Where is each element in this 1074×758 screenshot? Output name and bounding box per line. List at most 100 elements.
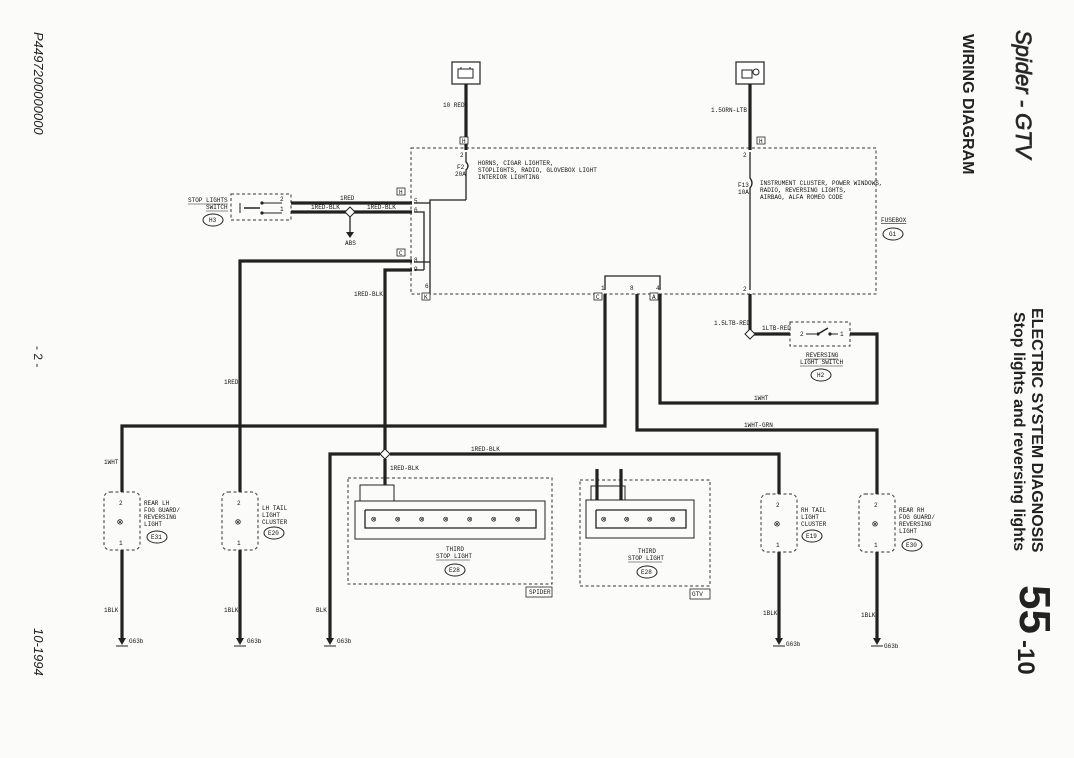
- connector-c-bottom: C: [596, 294, 600, 301]
- page-number: - 2 -: [31, 346, 45, 367]
- fuse-f13-line3: AIRBAG, ALFA ROMEO CODE: [760, 194, 843, 201]
- reversing-switch-id: H2: [817, 372, 825, 379]
- fuse-f2-line1: HORNS, CIGAR LIGHTER,: [478, 160, 554, 167]
- splice-diamond: [379, 448, 391, 460]
- wire-label-1red-blk-bus: 1RED-BLK: [471, 446, 500, 453]
- pin-label: 1: [237, 540, 241, 547]
- fusebox-outline: [410, 147, 877, 295]
- third-stop-spider-body: [354, 500, 546, 540]
- ground-label: G63b: [884, 643, 899, 650]
- stop-switch-label-1: STOP LIGHTS: [188, 197, 228, 204]
- pin-label: 2: [776, 502, 780, 509]
- connector-c-left: C: [399, 250, 403, 257]
- third-stop-gtv-id-oval: [636, 565, 658, 579]
- third-stop-gtv-body: [585, 499, 695, 539]
- spider-gtv-logo: Spider - GTV: [1011, 30, 1036, 161]
- wire-label-1blk-5: 1BLK: [861, 612, 876, 619]
- fusebox-label: FUSEBOX: [881, 217, 907, 224]
- ground-icon: [773, 638, 785, 647]
- lh-tail-id: E20: [268, 530, 279, 537]
- rear-rh-label-3: REVERSING: [899, 521, 932, 528]
- wire-label-1red-vertical: 1RED: [224, 379, 239, 386]
- wire-label-blk-3: BLK: [316, 607, 327, 614]
- rear-lh-label-4: LIGHT: [144, 521, 162, 528]
- reversing-switch-id-oval: [810, 368, 832, 382]
- section-subtitle: Stop lights and reversing lights: [1010, 312, 1027, 551]
- splice-diamond: [344, 206, 356, 218]
- rear-rh-id: E30: [906, 542, 917, 549]
- stop-switch-id-oval: [202, 213, 224, 227]
- ground-icon: [234, 638, 246, 647]
- lamp-icon: ⊗: [443, 515, 448, 525]
- pin-label: 1: [280, 206, 284, 213]
- third-stop-spider-id: E28: [449, 567, 460, 574]
- pin-label: 2: [743, 286, 747, 293]
- switch-contact-icon: [806, 327, 838, 336]
- third-stop-spider-lamps: ⊗ ⊗ ⊗ ⊗ ⊗ ⊗ ⊗: [371, 515, 520, 525]
- ground-label: G63b: [786, 641, 801, 648]
- third-stop-gtv-area: [579, 479, 711, 587]
- fuse-f2-code: F2: [457, 164, 465, 171]
- wiring-diagram-heading: WIRING DIAGRAM: [959, 34, 976, 174]
- splice-diamond: [744, 328, 756, 340]
- rh-tail-label-2: LIGHT: [801, 514, 819, 521]
- abs-label: ABS: [345, 240, 356, 247]
- wire-label-1wht-horizontal: 1WHT: [754, 395, 769, 402]
- ground-icon: [871, 638, 883, 647]
- third-stop-spider-label-1: THIRD: [446, 546, 464, 553]
- pin-label: 2: [460, 152, 464, 159]
- document-code: P4497200000000: [31, 32, 46, 135]
- wire-label-1red-blk-k: 1RED-BLK: [354, 291, 383, 298]
- lh-tail-label-3: CLUSTER: [262, 519, 288, 526]
- switch-contact-icon: [239, 201, 282, 215]
- rear-lh-label-3: REVERSING: [144, 514, 177, 521]
- pin-label: 2: [237, 500, 241, 507]
- pin-label: 2: [874, 502, 878, 509]
- pin-label: 8: [630, 285, 634, 292]
- pin-label: 1: [776, 542, 780, 549]
- lh-tail-label-1: LH TAIL: [262, 505, 288, 512]
- wire-label-10red: 10 RED: [443, 102, 465, 109]
- rh-tail-label-1: RH TAIL: [801, 507, 827, 514]
- fuse-f13-rating: 10A: [738, 189, 749, 196]
- ground-label: G63b: [129, 638, 144, 645]
- stop-switch-id: H3: [209, 217, 217, 224]
- pin-label: 4: [656, 285, 660, 292]
- connector-h-top-left: H: [462, 138, 466, 145]
- third-stop-spider-variant: SPIDER: [529, 589, 551, 596]
- pin-label: 2: [800, 331, 804, 338]
- pin-label: 2: [280, 196, 284, 203]
- lh-tail-label-2: LIGHT: [262, 512, 280, 519]
- wire-label-1blk-2: 1BLK: [224, 607, 239, 614]
- rear-lh-id: E31: [151, 534, 162, 541]
- third-stop-gtv-id: E28: [641, 569, 652, 576]
- rh-tail-id: E19: [806, 533, 817, 540]
- lamp-icon: ⊗: [624, 515, 629, 525]
- rear-rh-label-1: REAR RH: [899, 507, 925, 514]
- pin-label: 1: [119, 540, 123, 547]
- lamp-icon: ⊗: [647, 515, 652, 525]
- rear-rh-id-oval: [901, 538, 923, 552]
- fuse-f13-line2: RADIO, REVERSING LIGHTS,: [760, 187, 846, 194]
- wire-label-1red-switch: 1RED: [340, 195, 355, 202]
- wire-label-1ltb-red: 1LTB-RED: [762, 325, 791, 332]
- lamp-icon: ⊗: [670, 515, 675, 525]
- battery-icon: [451, 61, 481, 85]
- ground-icon: [116, 638, 128, 647]
- rear-rh-label-4: LIGHT: [899, 528, 917, 535]
- wire-label-1red-blk-switch: 1RED-BLK: [311, 204, 340, 211]
- reversing-switch-box: [789, 321, 851, 347]
- ground-icon: [324, 638, 336, 647]
- pin-label: 5: [414, 198, 418, 205]
- rear-lh-label-2: FOG GUARD/: [144, 507, 180, 514]
- third-stop-gtv-variant: GTV: [692, 591, 703, 598]
- fuse-f2-line2: STOPLIGHTS, RADIO, GLOVEBOX LIGHT: [478, 167, 597, 174]
- pin-label: 2: [743, 152, 747, 159]
- ground-label: G63b: [337, 638, 352, 645]
- wire-label-1wht-vertical: 1WHT: [104, 459, 119, 466]
- rear-rh-label-2: FOG GUARD/: [899, 514, 935, 521]
- fusebox-id: G1: [889, 231, 897, 238]
- third-stop-gtv-label-2: STOP LIGHT: [628, 555, 664, 562]
